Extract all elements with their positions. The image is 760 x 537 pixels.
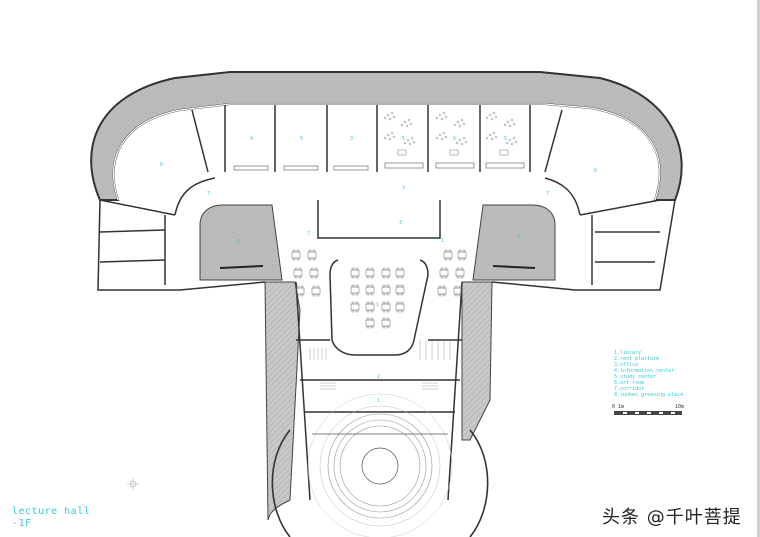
legend-item: 3.office: [614, 362, 639, 368]
room-labels: 6 4 5 3 5 5 5 6 7 7 7 8 8 3 1 7 1 2 1: [160, 136, 597, 404]
lecture-hall-auditorium: [271, 393, 489, 537]
svg-text:7: 7: [207, 191, 210, 197]
scale-bar: 0 1m 10m: [612, 404, 685, 418]
svg-text:4: 4: [250, 136, 253, 142]
svg-text:5: 5: [300, 136, 303, 142]
svg-text:8: 8: [237, 239, 240, 245]
study-center-furniture: [233, 111, 525, 171]
frame-edge: [757, 0, 760, 537]
drawing-title-name: lecture hall: [12, 506, 91, 517]
svg-text:6: 6: [594, 168, 597, 174]
legend-item: 7.corridor: [614, 386, 645, 392]
legend-item: 2.rest platform: [614, 356, 660, 362]
svg-text:1: 1: [376, 302, 379, 308]
svg-text:7: 7: [307, 231, 310, 237]
svg-text:5: 5: [453, 136, 456, 142]
svg-text:1: 1: [377, 398, 380, 404]
legend-item: 1.library: [614, 350, 642, 356]
legend-item: 4.information center: [614, 368, 675, 374]
svg-text:7: 7: [546, 191, 549, 197]
side-planters: [264, 281, 493, 521]
svg-text:7: 7: [402, 186, 405, 192]
legend: 1.library 2.rest platform 3.office 4.inf…: [614, 350, 683, 398]
scale-first-mark-label: 1m: [618, 404, 625, 410]
drawing-title: lecture hall -1F: [12, 506, 90, 530]
north-arrow-icon: [127, 478, 139, 490]
svg-text:5: 5: [504, 136, 507, 142]
legend-item: 6.art room: [614, 380, 645, 386]
svg-text:5: 5: [402, 136, 405, 142]
legend-item: 5.study center: [614, 374, 657, 380]
stairs: [309, 340, 451, 390]
scale-start-label: 0: [612, 404, 616, 410]
svg-text:2: 2: [377, 374, 380, 380]
drawing-title-level: -1F: [12, 518, 32, 529]
svg-text:6: 6: [160, 162, 163, 168]
svg-text:8: 8: [517, 234, 520, 240]
cafe-tables: [291, 249, 467, 329]
svg-text:3: 3: [350, 136, 353, 142]
sunken-greening: [199, 204, 556, 281]
svg-text:3: 3: [399, 220, 402, 226]
svg-text:1: 1: [441, 238, 444, 244]
watermark: 头条 @千叶菩提: [602, 507, 742, 528]
scale-end-label: 10m: [675, 404, 685, 410]
outer-band: [90, 71, 683, 201]
building-walls: [97, 105, 676, 501]
scale-bar-graphic: [614, 411, 682, 415]
legend-item: 8.sunken greening place: [614, 392, 684, 398]
